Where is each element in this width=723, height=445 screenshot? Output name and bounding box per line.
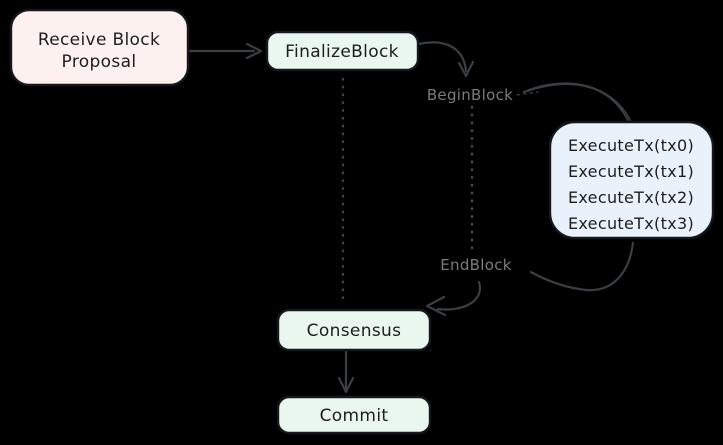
node-shape bbox=[9, 8, 190, 87]
arrowhead-left-icon bbox=[425, 295, 447, 317]
node-label: Commit bbox=[320, 406, 389, 426]
node-consensus: Consensus bbox=[276, 308, 432, 352]
arrow-finalize-to-beginblock bbox=[417, 41, 475, 78]
phase-label-endblock: EndBlock bbox=[440, 256, 511, 274]
node-execute-tx: ExecuteTx(tx0) ExecuteTx(tx1) ExecuteTx(… bbox=[548, 120, 715, 240]
execute-line-1: ExecuteTx(tx1) bbox=[568, 162, 694, 181]
node-label-line1: Receive Block bbox=[38, 30, 160, 50]
arrowhead-right-icon bbox=[245, 42, 263, 60]
arrow-line bbox=[436, 280, 482, 311]
node-commit: Commit bbox=[276, 395, 432, 435]
phase-label-beginblock: BeginBlock bbox=[427, 86, 513, 104]
node-label: FinalizeBlock bbox=[285, 42, 399, 62]
arrowhead-down-icon bbox=[337, 376, 355, 394]
node-shape bbox=[265, 30, 420, 72]
execute-line-3: ExecuteTx(tx3) bbox=[568, 214, 694, 233]
arrow-consensus-to-commit bbox=[337, 349, 355, 394]
execute-line-2: ExecuteTx(tx2) bbox=[568, 188, 694, 207]
execute-line-0: ExecuteTx(tx0) bbox=[568, 136, 694, 155]
node-shape bbox=[276, 395, 432, 435]
node-finalize-block: FinalizeBlock bbox=[265, 30, 420, 72]
node-shape bbox=[548, 120, 715, 240]
arrow-receive-to-finalize bbox=[187, 42, 263, 60]
arrow-endblock-to-consensus bbox=[425, 280, 482, 317]
node-label-line2: Proposal bbox=[62, 52, 137, 72]
arrowhead-down-icon bbox=[457, 60, 475, 78]
node-receive-block-proposal: Receive Block Proposal bbox=[9, 8, 190, 87]
node-shape bbox=[276, 308, 432, 352]
curve-line-sketch bbox=[527, 82, 632, 122]
curve-beginblock-to-execute bbox=[522, 82, 632, 122]
node-label: Consensus bbox=[307, 321, 402, 341]
arrow-line bbox=[417, 41, 468, 73]
curve-execute-to-endblock bbox=[529, 241, 635, 292]
